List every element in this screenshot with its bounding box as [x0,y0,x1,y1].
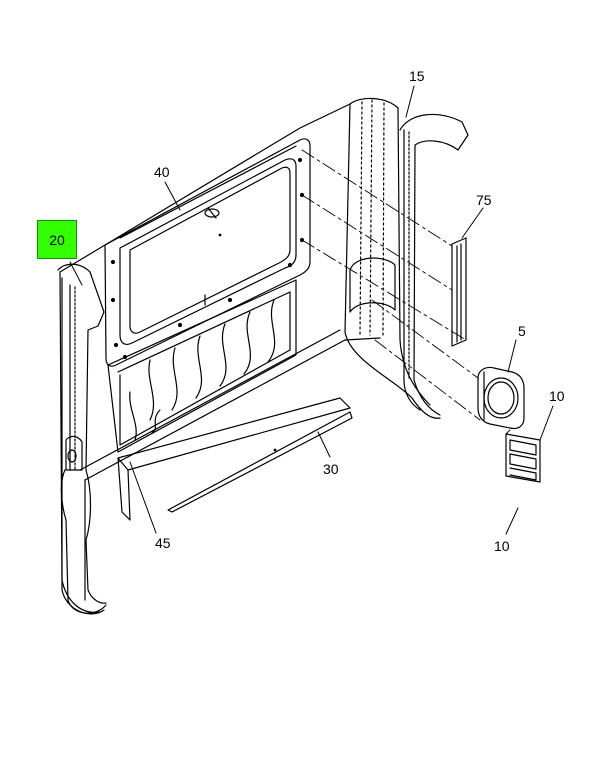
callout-15[interactable]: 15 [409,68,425,84]
callout-40[interactable]: 40 [154,164,170,180]
callout-leaders [69,85,554,535]
rear-window-frame [104,138,311,367]
callout-20-highlighted[interactable]: 20 [37,220,77,259]
callout-5[interactable]: 5 [518,323,526,339]
callout-75[interactable]: 75 [476,192,492,208]
lower-kick-panel [117,397,353,521]
vent-bezel [477,366,525,430]
callout-45[interactable]: 45 [155,535,171,551]
callout-10-lower[interactable]: 10 [494,538,510,554]
explosion-lines [301,149,511,435]
callout-10-louvre[interactable]: 10 [549,388,565,404]
callout-30[interactable]: 30 [323,461,339,477]
rear-pillar-trim [399,113,469,416]
seal-strip [451,237,467,347]
vent-louvre [505,433,541,483]
callout-20: 20 [49,232,65,248]
left-pillar-trim [57,263,107,615]
insulation-panels [107,279,297,453]
